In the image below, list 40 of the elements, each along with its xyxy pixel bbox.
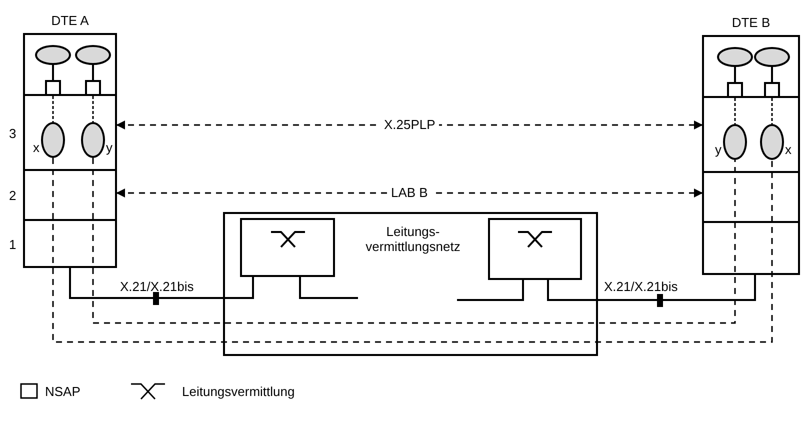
dashed-connector	[92, 96, 94, 122]
layer-number: 1	[9, 237, 16, 252]
connector-line	[771, 67, 773, 82]
device-title: DTE B	[730, 15, 772, 30]
ellipse-label: x	[785, 142, 792, 157]
connector-line	[52, 65, 54, 80]
nsap-symbol	[45, 80, 61, 96]
dashed-connector	[116, 120, 703, 130]
protocol-ellipse	[75, 45, 111, 65]
connector-line	[92, 65, 94, 80]
connector-line	[734, 67, 736, 82]
protocol-ellipse	[754, 47, 790, 67]
ellipse-label: y	[106, 140, 112, 155]
nsap-symbol	[727, 82, 743, 98]
legend-text: Leitungsvermittlung	[182, 384, 295, 399]
protocol-ellipse	[35, 45, 71, 65]
ellipse-label: y	[715, 142, 722, 157]
dashed-connector	[92, 158, 736, 324]
legend-text: NSAP	[45, 384, 80, 399]
dashed-connector	[771, 98, 773, 124]
network-title: Leitungs- vermittlungsnetz	[364, 224, 462, 254]
connector-line	[547, 275, 756, 301]
switch-box	[240, 218, 335, 277]
network-box	[223, 212, 598, 356]
protocol-ellipse	[717, 47, 753, 67]
layer-number: 3	[9, 126, 16, 141]
edge-label: X.21/X.21bis	[119, 279, 195, 294]
connector-line	[69, 268, 254, 299]
ellipse-label: x	[33, 140, 40, 155]
nsap-symbol	[85, 80, 101, 96]
layer-number: 2	[9, 188, 16, 203]
nsap-symbol	[764, 82, 780, 98]
switch-box	[488, 218, 582, 280]
dashed-connector	[52, 158, 773, 343]
device-title: DTE A	[50, 13, 90, 28]
dashed-connector	[734, 98, 736, 124]
edge-label: X.25PLP	[380, 117, 440, 132]
edge-label: X.21/X.21bis	[603, 279, 679, 294]
dashed-connector	[52, 96, 54, 122]
dashed-connector	[116, 188, 703, 198]
